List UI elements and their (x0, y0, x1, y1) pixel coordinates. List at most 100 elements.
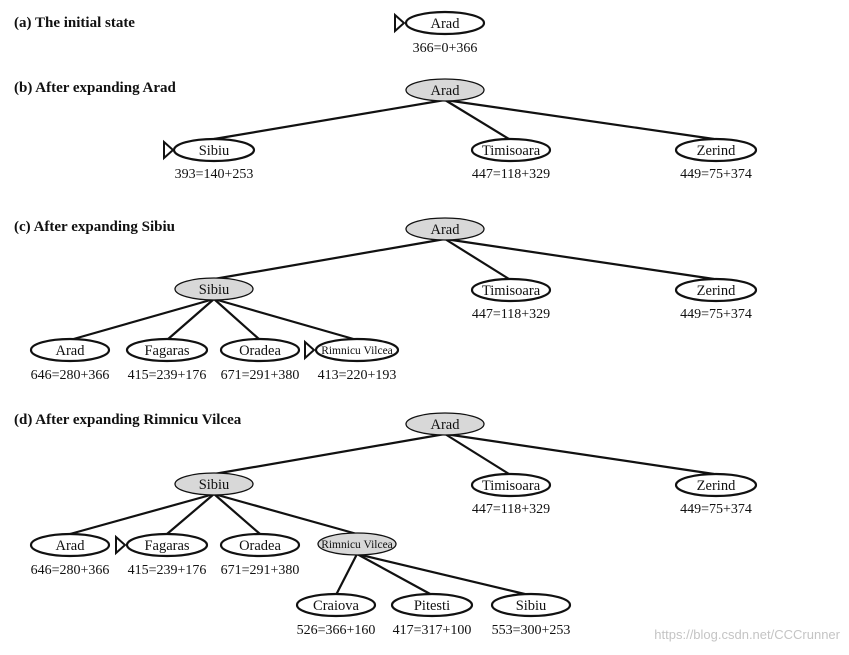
tree-edge (213, 493, 261, 535)
node-timisoara (470, 472, 552, 498)
node-label: Craiova (313, 598, 359, 614)
panel-b: (b) After expanding Arad Arad Sibiu 393=… (14, 78, 758, 182)
node-fagaras (125, 532, 209, 558)
node-label: Arad (431, 417, 461, 433)
tree-edge (335, 553, 358, 596)
node-cost: 449=75+374 (680, 167, 752, 182)
tree-edge (213, 237, 446, 281)
panel-d: (d) After expanding Rimnicu Vilcea Arad … (14, 412, 758, 638)
node-cost: 553=300+253 (492, 623, 571, 638)
tree-edge (356, 552, 530, 597)
tree-edge (166, 493, 215, 535)
node-timisoara (470, 137, 552, 163)
node-arad (405, 412, 485, 436)
node-label: Arad (431, 222, 461, 238)
node-arad (29, 532, 111, 558)
node-label: Oradea (239, 538, 281, 554)
panel-a: (a) The initial state Arad 366=0+366 (14, 10, 486, 56)
node-cost: 671=291+380 (221, 368, 300, 383)
node-label: Pitesti (414, 598, 450, 614)
node-arad (405, 217, 485, 241)
node-sibiu (174, 277, 254, 301)
tree-edge (69, 297, 215, 342)
node-timisoara (470, 277, 552, 303)
tree-edge (213, 492, 358, 536)
node-cost: 671=291+380 (221, 563, 300, 578)
tree-edge (444, 433, 510, 475)
node-cost: 449=75+374 (680, 502, 752, 517)
panel-a-caption: (a) The initial state (14, 15, 135, 31)
tree-edge (444, 238, 510, 280)
node-label: Sibiu (516, 598, 547, 614)
tree-edge (213, 298, 261, 341)
node-oradea (219, 532, 301, 558)
node-cost: 646=280+366 (31, 368, 110, 383)
panel-c: (c) After expanding Sibiu Arad Sibiu Tim… (14, 217, 758, 383)
node-label: Timisoara (482, 143, 541, 159)
tree-edge (444, 99, 510, 140)
panel-c-caption: (c) After expanding Sibiu (14, 219, 175, 235)
node-label: Oradea (239, 343, 281, 359)
frontier-marker-icon (304, 339, 316, 361)
node-cost: 415=239+176 (128, 368, 207, 383)
frontier-marker-icon (394, 12, 406, 34)
node-label: Rimnicu Vilcea (321, 539, 393, 551)
node-zerind (674, 137, 758, 163)
node-arad (404, 10, 486, 36)
node-cost: 413=220+193 (318, 368, 397, 383)
node-cost: 415=239+176 (128, 563, 207, 578)
node-cost: 447=118+329 (472, 307, 550, 322)
tree-edge (213, 98, 446, 141)
node-pitesti (390, 592, 474, 618)
node-label: Zerind (697, 143, 736, 159)
node-rimnicu-vilcea (317, 532, 397, 556)
node-label: Timisoara (482, 283, 541, 299)
node-fagaras (125, 337, 209, 363)
node-label: Zerind (697, 478, 736, 494)
node-cost: 526=366+160 (297, 623, 376, 638)
node-label: Rimnicu Vilcea (321, 345, 393, 357)
node-label: Fagaras (144, 343, 189, 359)
node-label: Arad (56, 343, 86, 359)
node-label: Sibiu (199, 143, 230, 159)
node-cost: 646=280+366 (31, 563, 110, 578)
node-cost: 366=0+366 (413, 41, 478, 56)
node-label: Zerind (697, 283, 736, 299)
tree-edge (213, 432, 446, 476)
node-craiova (295, 592, 377, 618)
node-zerind (674, 472, 758, 498)
tree-edge (69, 492, 215, 536)
tree-edge (213, 297, 358, 342)
node-label: Timisoara (482, 478, 541, 494)
node-arad (405, 78, 485, 102)
node-rimnicu-vilcea (314, 337, 400, 363)
node-cost: 449=75+374 (680, 307, 752, 322)
node-arad (29, 337, 111, 363)
tree-edge (444, 237, 715, 281)
panel-b-caption: (b) After expanding Arad (14, 80, 176, 96)
tree-edge (444, 98, 715, 141)
tree-edge (356, 553, 433, 596)
node-label: Fagaras (144, 538, 189, 554)
node-oradea (219, 337, 301, 363)
node-label: Arad (431, 16, 461, 32)
node-cost: 417=317+100 (393, 623, 472, 638)
node-sibiu (490, 592, 572, 618)
tree-edge (444, 432, 715, 476)
panel-d-caption: (d) After expanding Rimnicu Vilcea (14, 412, 242, 428)
node-sibiu (174, 472, 254, 496)
frontier-marker-icon (115, 534, 127, 556)
frontier-marker-icon (163, 139, 175, 161)
node-label: Arad (56, 538, 86, 554)
node-zerind (674, 277, 758, 303)
node-label: Sibiu (199, 477, 230, 493)
node-cost: 447=118+329 (472, 502, 550, 517)
tree-edge (166, 298, 215, 341)
node-label: Sibiu (199, 282, 230, 298)
node-cost: 393=140+253 (175, 167, 254, 182)
node-sibiu (172, 137, 256, 163)
node-cost: 447=118+329 (472, 167, 550, 182)
watermark-text: https://blog.csdn.net/CCCrunner (654, 627, 840, 642)
node-label: Arad (431, 83, 461, 99)
